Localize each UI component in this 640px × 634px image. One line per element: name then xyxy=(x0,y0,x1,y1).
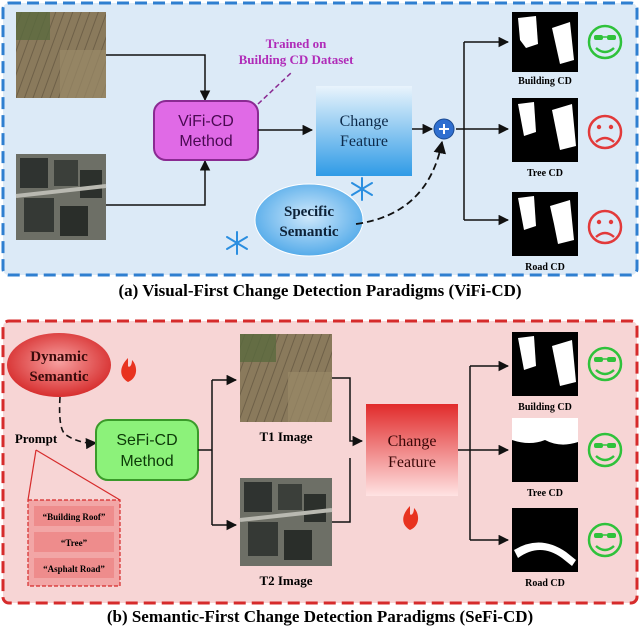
panel-a-change-feature-box xyxy=(316,86,412,176)
panel-b-change-feature-line1: Change xyxy=(388,433,437,450)
prompt-callout-lines xyxy=(27,449,37,501)
panel-b-change-feature-line2: Feature xyxy=(388,454,436,471)
semantic-to-fusion-arrow xyxy=(355,140,447,225)
panel-a-change-feature-line1: Change xyxy=(340,113,389,130)
panel-b-output-label: Building CD xyxy=(518,402,572,413)
happy-face-icon xyxy=(587,24,623,60)
sefi-cd-method-line1: SeFi-CD xyxy=(116,432,177,449)
panel-a-output-label: Tree CD xyxy=(527,168,563,179)
panel-b-change-feature-box xyxy=(366,404,458,496)
trainable-flame-icon xyxy=(121,358,137,382)
prompt-item-text: “Building Roof” xyxy=(43,512,106,522)
panel-a-output-tree-mask xyxy=(512,98,578,162)
frozen-snowflake-icon xyxy=(226,231,248,255)
panel-a-t2-image xyxy=(15,154,107,240)
specific-semantic-line2: Semantic xyxy=(279,224,339,240)
dynamic-semantic-line1: Dynamic xyxy=(30,349,88,365)
trainable-flame-icon xyxy=(403,506,419,530)
panel-a-caption: (a) Visual-First Change Detection Paradi… xyxy=(118,281,521,300)
panel-a-t1-image xyxy=(16,12,106,98)
prompt-item-text: “Tree” xyxy=(61,538,88,548)
prompt-item-text: “Asphalt Road” xyxy=(43,564,105,574)
panel-a-change-feature-line2: Feature xyxy=(340,133,388,150)
fusion-plus-icon xyxy=(433,118,455,140)
sefi-cd-method-line2: Method xyxy=(120,453,173,470)
dynamic-semantic-line2: Semantic xyxy=(29,369,89,385)
t2-image-label: T2 Image xyxy=(259,573,312,588)
panel-b-output-building-mask xyxy=(512,332,578,396)
panel-b-output-label: Tree CD xyxy=(527,488,563,499)
sad-face-icon xyxy=(587,209,623,245)
trained-on-label-line2: Building CD Dataset xyxy=(239,52,355,67)
happy-face-icon xyxy=(587,346,623,382)
prompt-label: Prompt xyxy=(15,431,58,446)
panel-b-t2-image xyxy=(239,478,333,566)
frozen-snowflake-icon xyxy=(351,177,373,201)
panel-b-t1-image xyxy=(240,334,332,422)
specific-semantic-ellipse xyxy=(254,183,364,257)
prompt-item xyxy=(34,558,114,578)
vifi-cd-method-line2: Method xyxy=(179,133,232,150)
prompt-item xyxy=(34,506,114,526)
panel-b-output-label: Road CD xyxy=(525,578,565,589)
panel-b-output-road-mask xyxy=(512,508,578,572)
specific-semantic-line1: Specific xyxy=(284,204,334,220)
vifi-cd-method-box xyxy=(153,100,259,161)
sad-face-icon xyxy=(587,114,623,150)
panel-a-output-label: Building CD xyxy=(518,76,572,87)
panel-b-caption: (b) Semantic-First Change Detection Para… xyxy=(107,607,533,626)
panel-b-output-tree-mask xyxy=(512,418,578,482)
prompt-item xyxy=(34,532,114,552)
happy-face-icon xyxy=(587,432,623,468)
happy-face-icon xyxy=(587,522,623,558)
panel-a-output-road-mask xyxy=(512,192,578,256)
t1-image-label: T1 Image xyxy=(259,429,312,444)
trained-on-label-line1: Trained on xyxy=(266,36,328,51)
dynamic-semantic-ellipse xyxy=(7,333,111,397)
sefi-cd-method-box xyxy=(95,419,199,481)
panel-a-output-building-mask xyxy=(512,12,578,72)
panel-b-frame xyxy=(1,319,639,605)
panel-a-output-label: Road CD xyxy=(525,262,565,273)
prompt-callout-lines xyxy=(35,449,121,501)
vifi-cd-method-line1: ViFi-CD xyxy=(178,113,234,130)
